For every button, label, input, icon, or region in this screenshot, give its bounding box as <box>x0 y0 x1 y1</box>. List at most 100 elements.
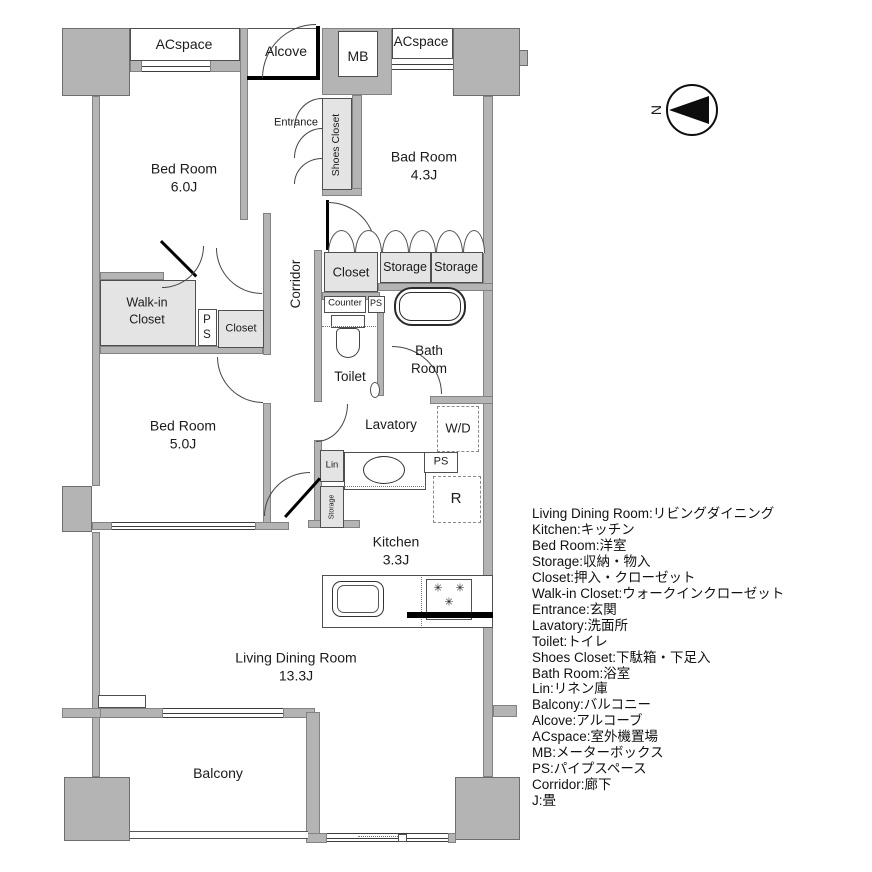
wall-segment <box>306 712 320 837</box>
ps-shaft-label: P S <box>203 313 211 343</box>
legend-line: Living Dining Room:リビングダイニング <box>532 506 775 521</box>
mb-label: MB <box>347 47 369 64</box>
wall-segment <box>92 96 100 486</box>
acspace-left-area <box>130 28 240 61</box>
bath-line2: Room <box>410 361 448 376</box>
entry-fan-arc <box>294 128 322 158</box>
wall-segment <box>493 705 517 717</box>
wall-window-box <box>98 695 146 708</box>
ps-toilet-box <box>368 296 385 313</box>
balcony-label: Balcony <box>193 764 243 781</box>
north-arrow-icon <box>669 96 709 124</box>
toilet-paper-holder <box>370 382 380 398</box>
counter-box <box>324 296 366 313</box>
legend-line: PS:パイプスペース <box>532 761 647 777</box>
burner-icon: ✳ <box>455 582 465 595</box>
acspace-left-label: ACspace <box>155 35 213 52</box>
pillar <box>519 50 528 66</box>
kitchen-size: 3.3J <box>382 552 410 568</box>
storage-box <box>380 252 431 283</box>
walk-in-closet-label: Walk-in Closet <box>126 295 167 328</box>
bath-line1: Bath <box>415 343 443 359</box>
bedroom5-label: Bed Room 5.0J <box>150 417 216 454</box>
wall-segment <box>92 522 112 530</box>
ps-shaft-s: S <box>203 329 211 341</box>
toilet-tank <box>331 315 365 328</box>
storage-small-box <box>320 486 344 528</box>
storage-b-label: Storage <box>434 259 478 274</box>
ps-lavatory-label: PS <box>433 455 449 468</box>
lin-box <box>320 450 344 482</box>
wall-segment <box>62 708 102 718</box>
vanity-dotted-line <box>344 486 426 487</box>
closet-upper-box <box>324 252 378 292</box>
toilet-label: Toilet <box>334 369 366 385</box>
balcony-partition-dashed-line <box>358 836 398 837</box>
entrance-label: Entrance <box>273 116 319 129</box>
closet-mid-box <box>218 310 264 348</box>
folding-door-arc <box>382 230 409 253</box>
wall-segment <box>92 532 100 777</box>
wall-segment <box>314 250 322 402</box>
ldr-name: Living Dining Room <box>235 649 357 666</box>
washer-dryer-label: W/D <box>445 420 471 436</box>
toilet-dotted-line <box>322 326 378 327</box>
alcove-label: Alcove <box>264 42 308 59</box>
legend-line: Storage:収納・物入 <box>532 553 651 569</box>
bedroom5-name: Bed Room <box>149 417 217 434</box>
pillar <box>453 28 520 96</box>
pillar <box>62 28 130 96</box>
wall-segment <box>130 60 142 72</box>
mb-box <box>338 31 378 77</box>
vanity-basin <box>363 456 405 484</box>
badroom-door-leaf <box>326 200 329 250</box>
counter-edge-bar <box>407 612 493 618</box>
lin-label: Lin <box>325 459 339 471</box>
toilet-bowl <box>336 328 360 358</box>
wall-segment <box>483 96 493 777</box>
badroom-name: Bad Room <box>390 148 458 165</box>
legend-line: Lavatory:洗面所 <box>532 617 629 633</box>
bedroom6-door-arc <box>216 248 262 294</box>
compass-circle <box>666 84 718 136</box>
entry-fan-arc <box>294 158 322 184</box>
window <box>163 708 283 718</box>
ldr-label: Living Dining Room 13.3J <box>235 649 356 686</box>
kitchen-label: Kitchen 3.3J <box>373 533 420 570</box>
legend-line: Kitchen:キッチン <box>532 521 635 537</box>
legend-line: Bath Room:浴室 <box>532 665 631 681</box>
wall-segment <box>306 833 327 843</box>
partition-marker <box>398 834 407 842</box>
fridge-box <box>433 476 481 523</box>
closet-upper-label: Closet <box>332 264 370 280</box>
bedroom6-name: Bed Room <box>150 160 218 177</box>
wall-segment <box>263 213 271 355</box>
alcove-right-wall <box>316 26 320 80</box>
bedroom5-size: 5.0J <box>169 436 197 452</box>
counter-label: Counter <box>328 297 362 309</box>
wall-segment <box>100 708 163 718</box>
acspace-right-label: ACspace <box>393 34 449 50</box>
walk-in-closet-box <box>100 280 196 346</box>
kitchen-name: Kitchen <box>372 533 420 550</box>
badroom-label: Bad Room 4.3J <box>391 148 457 185</box>
ps-shaft-p: P <box>203 313 211 326</box>
legend-line: Closet:押入・クローゼット <box>532 569 696 585</box>
wall-segment <box>255 522 289 530</box>
wic-line2: Closet <box>129 312 165 326</box>
storage-box <box>431 252 483 283</box>
wall-segment <box>100 272 164 280</box>
legend-line: Alcove:アルコーブ <box>532 713 643 729</box>
wall-segment <box>100 346 263 354</box>
burner-icon: ✳ <box>444 596 454 609</box>
pillar <box>64 777 130 841</box>
wic-line1: Walk-in <box>126 295 168 310</box>
pillar <box>455 777 520 840</box>
kitchen-divider-dotted <box>421 577 422 626</box>
washer-dryer-box <box>437 406 479 452</box>
window <box>327 833 448 842</box>
lavatory-label: Lavatory <box>365 417 417 433</box>
wic-door-arc <box>162 246 204 288</box>
storage-a-label: Storage <box>383 259 427 274</box>
